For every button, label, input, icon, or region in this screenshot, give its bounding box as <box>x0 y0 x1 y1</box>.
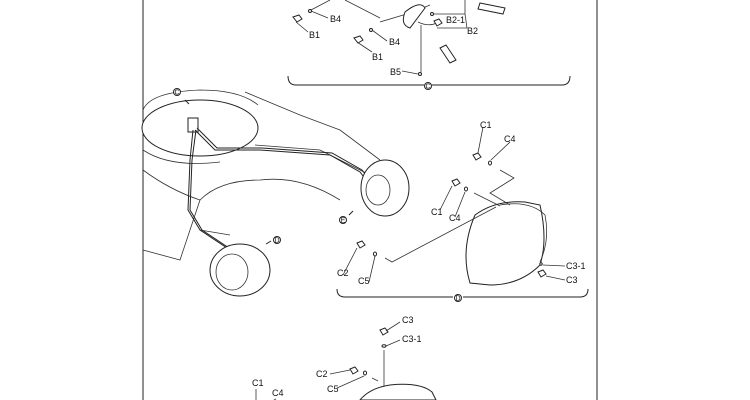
label-b2-1: B2-1 <box>446 15 465 25</box>
label-c2: C2 <box>337 268 349 278</box>
section-c-bracket <box>287 75 571 86</box>
callout-d-label: D <box>274 238 279 245</box>
ref-label-d: D <box>455 296 460 303</box>
label-c3-1: C3-1 <box>402 334 422 344</box>
label-c3: C3 <box>566 275 578 285</box>
clip-icon <box>353 35 364 44</box>
ref-circle-c <box>424 82 432 90</box>
label-c5: C5 <box>327 384 339 394</box>
brake-drum <box>465 201 545 286</box>
label-b4: B4 <box>389 37 400 47</box>
pipe-part <box>477 2 506 15</box>
callout-c[interactable] <box>173 88 181 96</box>
label-b2: B2 <box>467 26 478 36</box>
label-c4: C4 <box>504 134 516 144</box>
hub-left <box>209 243 271 297</box>
section-c-detail: B4 B1 B4 B1 B5 B2-1 B2 C <box>287 0 571 91</box>
brake-drum-bottom <box>359 383 437 400</box>
label-c5: C5 <box>358 276 370 286</box>
main-view: C E D <box>141 88 410 297</box>
clip-icon <box>292 14 303 23</box>
label-c1: C1 <box>431 207 443 217</box>
label-c2: C2 <box>316 369 328 379</box>
hub-right <box>360 159 410 217</box>
filter-part <box>439 44 457 64</box>
label-c1: C1 <box>480 120 492 130</box>
clip-icon <box>433 18 443 27</box>
label-c1: C1 <box>252 378 264 388</box>
callout-e[interactable] <box>339 216 347 224</box>
label-c3: C3 <box>402 315 414 325</box>
section-d-detail: C1 C4 C1 C4 C2 C5 C3-1 C3 D <box>336 120 589 303</box>
label-b1: B1 <box>309 30 320 40</box>
label-b1: B1 <box>372 52 383 62</box>
sender-bracket <box>402 4 426 29</box>
callout-e-label: E <box>341 218 346 225</box>
section-e-detail: C3 C3-1 C2 C5 C1 C4 <box>252 315 437 400</box>
label-c4: C4 <box>449 213 461 223</box>
section-d-bracket <box>336 288 589 298</box>
label-c3-1: C3-1 <box>566 261 586 271</box>
callout-d[interactable] <box>273 236 281 244</box>
label-b4: B4 <box>330 14 341 24</box>
tank-body <box>141 99 259 157</box>
ref-label-c: C <box>425 84 430 91</box>
callout-c-label: C <box>174 90 179 97</box>
ref-circle-d <box>454 294 462 302</box>
pump-cap <box>187 117 199 133</box>
label-c4: C4 <box>272 388 284 398</box>
label-b5: B5 <box>390 67 401 77</box>
